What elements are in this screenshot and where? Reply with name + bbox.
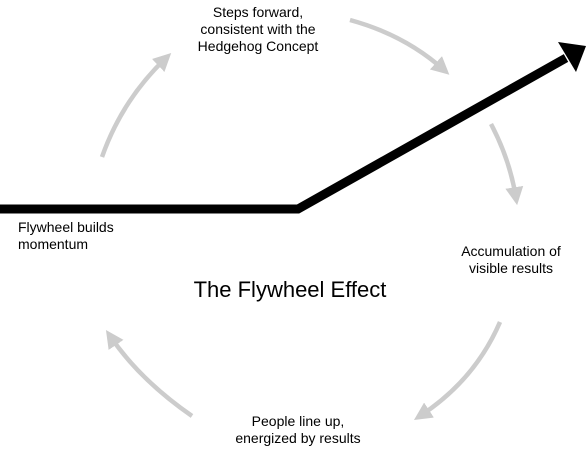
diagram-title: The Flywheel Effect — [193, 277, 387, 302]
stage-label-line: consistent with the — [200, 21, 316, 37]
stage-label-flywheel-momentum: Flywheel builds momentum — [18, 219, 114, 253]
cycle-arrow-left-to-top — [99, 53, 172, 158]
stage-label-line: momentum — [18, 236, 89, 252]
stage-label-steps-forward: Steps forward, consistent with the Hedge… — [173, 4, 343, 55]
momentum-line — [0, 54, 569, 214]
stage-label-line: Hedgehog Concept — [197, 38, 319, 54]
stage-label-line: People line up, — [251, 413, 345, 429]
stage-label-people-line-up: People line up, energized by results — [223, 413, 373, 447]
stage-label-accumulation: Accumulation of visible results — [446, 243, 576, 277]
cycle-arrow-accumulation-to-people — [413, 321, 503, 420]
cycle-arrow-top-to-right — [349, 17, 450, 75]
stage-label-line: Flywheel builds — [18, 219, 114, 235]
stage-label-line: Accumulation of — [461, 243, 561, 259]
momentum-arrowhead — [558, 42, 586, 72]
stage-label-line: Steps forward, — [212, 4, 304, 20]
stage-label-line: energized by results — [235, 430, 361, 446]
cycle-arrow-right-to-accumulation — [489, 122, 524, 206]
stage-label-line: visible results — [468, 260, 554, 276]
cycle-arrow-people-to-flywheel — [105, 330, 194, 418]
